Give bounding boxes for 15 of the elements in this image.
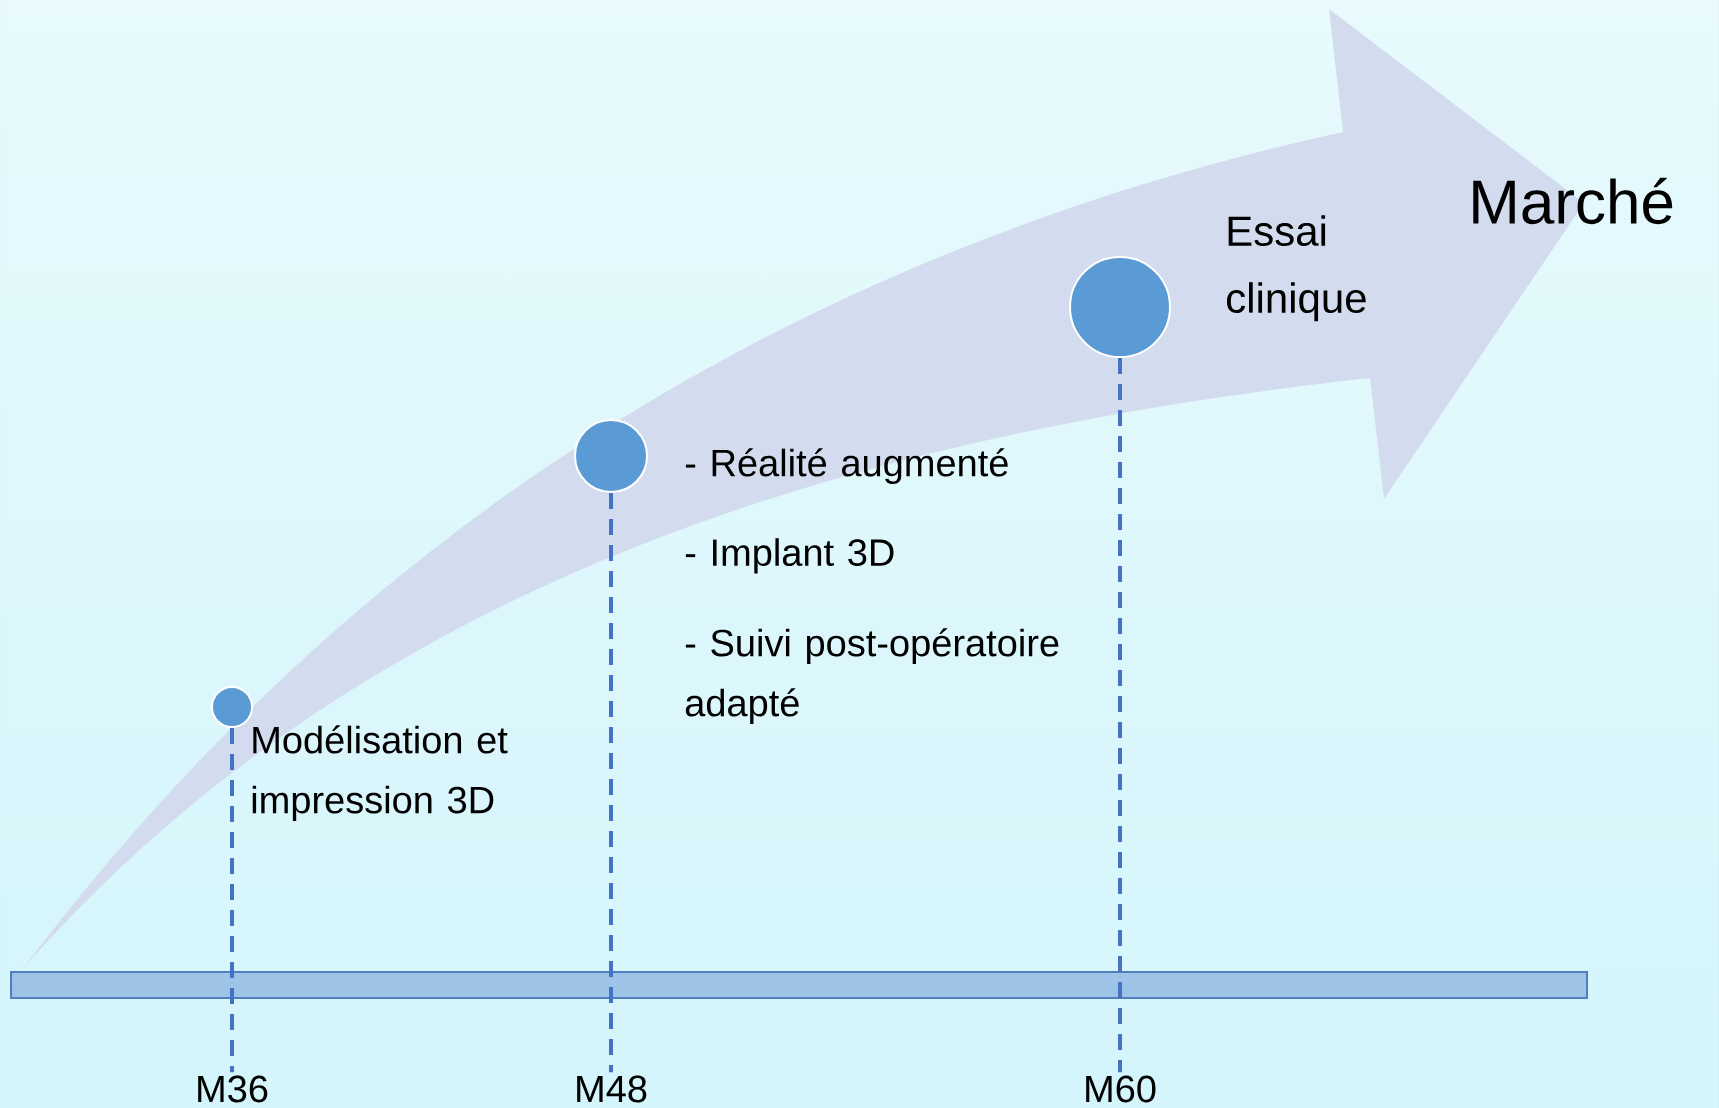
timeline-label: M60 [1086, 1075, 1156, 1103]
arrow-label: Marché [1473, 177, 1673, 225]
milestone-circle [211, 686, 253, 728]
timeline-label: M36 [198, 1075, 268, 1103]
milestone-circle [574, 419, 648, 493]
milestone-text: - Suivi post-opératoire adapté [685, 628, 1059, 725]
milestone-circle [1069, 256, 1171, 358]
dashed-line [230, 728, 234, 1073]
timeline-label: M48 [577, 1075, 647, 1103]
milestone-text: Modélisation et impression 3D [252, 725, 508, 822]
milestone-text: - Implant 3D [685, 538, 894, 574]
dashed-line [609, 493, 613, 1073]
milestone-text: Essai clinique [1227, 215, 1366, 322]
milestone-text: - Réalité augmenté [685, 448, 1008, 485]
dashed-line [1118, 358, 1122, 1073]
